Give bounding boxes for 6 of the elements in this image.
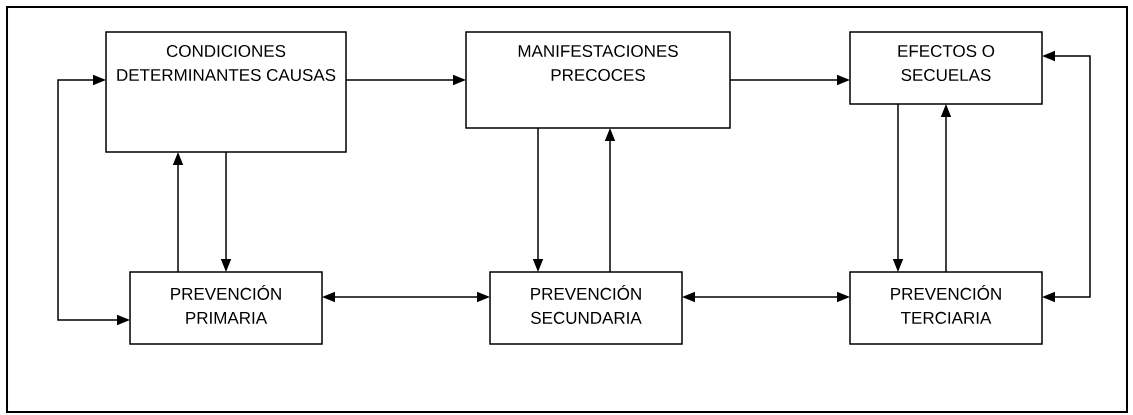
prevention-box: PREVENCIÓN PRIMARIA [129,271,323,345]
process-box: EFECTOS O SECUELAS [849,31,1043,105]
prevention-box: PREVENCIÓN SECUNDARIA [489,271,683,345]
prevention-box: PREVENCIÓN TERCIARIA [849,271,1043,345]
process-box: MANIFESTACIONES PRECOCES [465,31,731,129]
process-box: CONDICIONES DETERMINANTES CAUSAS [105,31,347,153]
